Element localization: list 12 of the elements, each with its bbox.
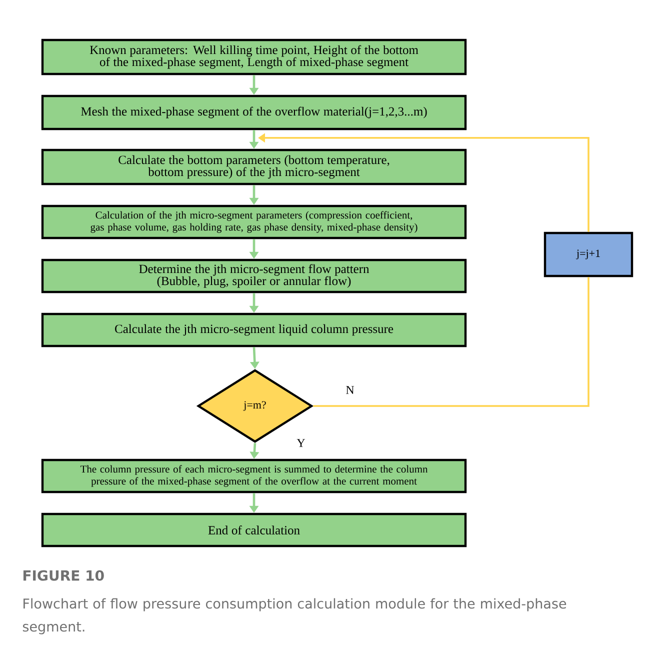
edge-label: N <box>344 385 356 395</box>
process-box: Calculation of the jth micro-segment parameters (compression coefficient, gas phase volume, gas holding rate, gas phase density, mixed-phase density) <box>41 204 467 240</box>
process-box: The column pressure of each micro-segment is summed to determine the column pressure of the mixed-phase segment of the overflow at the current moment <box>41 458 467 494</box>
process-box: j=j+1 <box>544 232 634 278</box>
figure-title: FIGURE 10 <box>23 570 104 581</box>
process-box: End of calculation <box>41 512 467 548</box>
process-box: Mesh the mixed-phase segment of the overflow material(j=1,2,3...m) <box>41 94 467 130</box>
process-box: Calculate the jth micro-segment liquid column pressure <box>41 312 467 348</box>
figure-caption: Flowchart of flow pressure consumption calculation module for the mixed-phase segment. <box>22 598 566 634</box>
process-box: Calculate the bottom parameters (bottom temperature, bottom pressure) of the jth micro-segment <box>41 148 467 186</box>
process-box: Determine the jth micro-segment flow pattern (Bubble, plug, spoiler or annular flow) <box>41 258 467 294</box>
process-box: Known parameters: Well killing time point, Height of the bottom of the mixed-phase segment, Length of mixed-phase segment <box>41 38 467 76</box>
